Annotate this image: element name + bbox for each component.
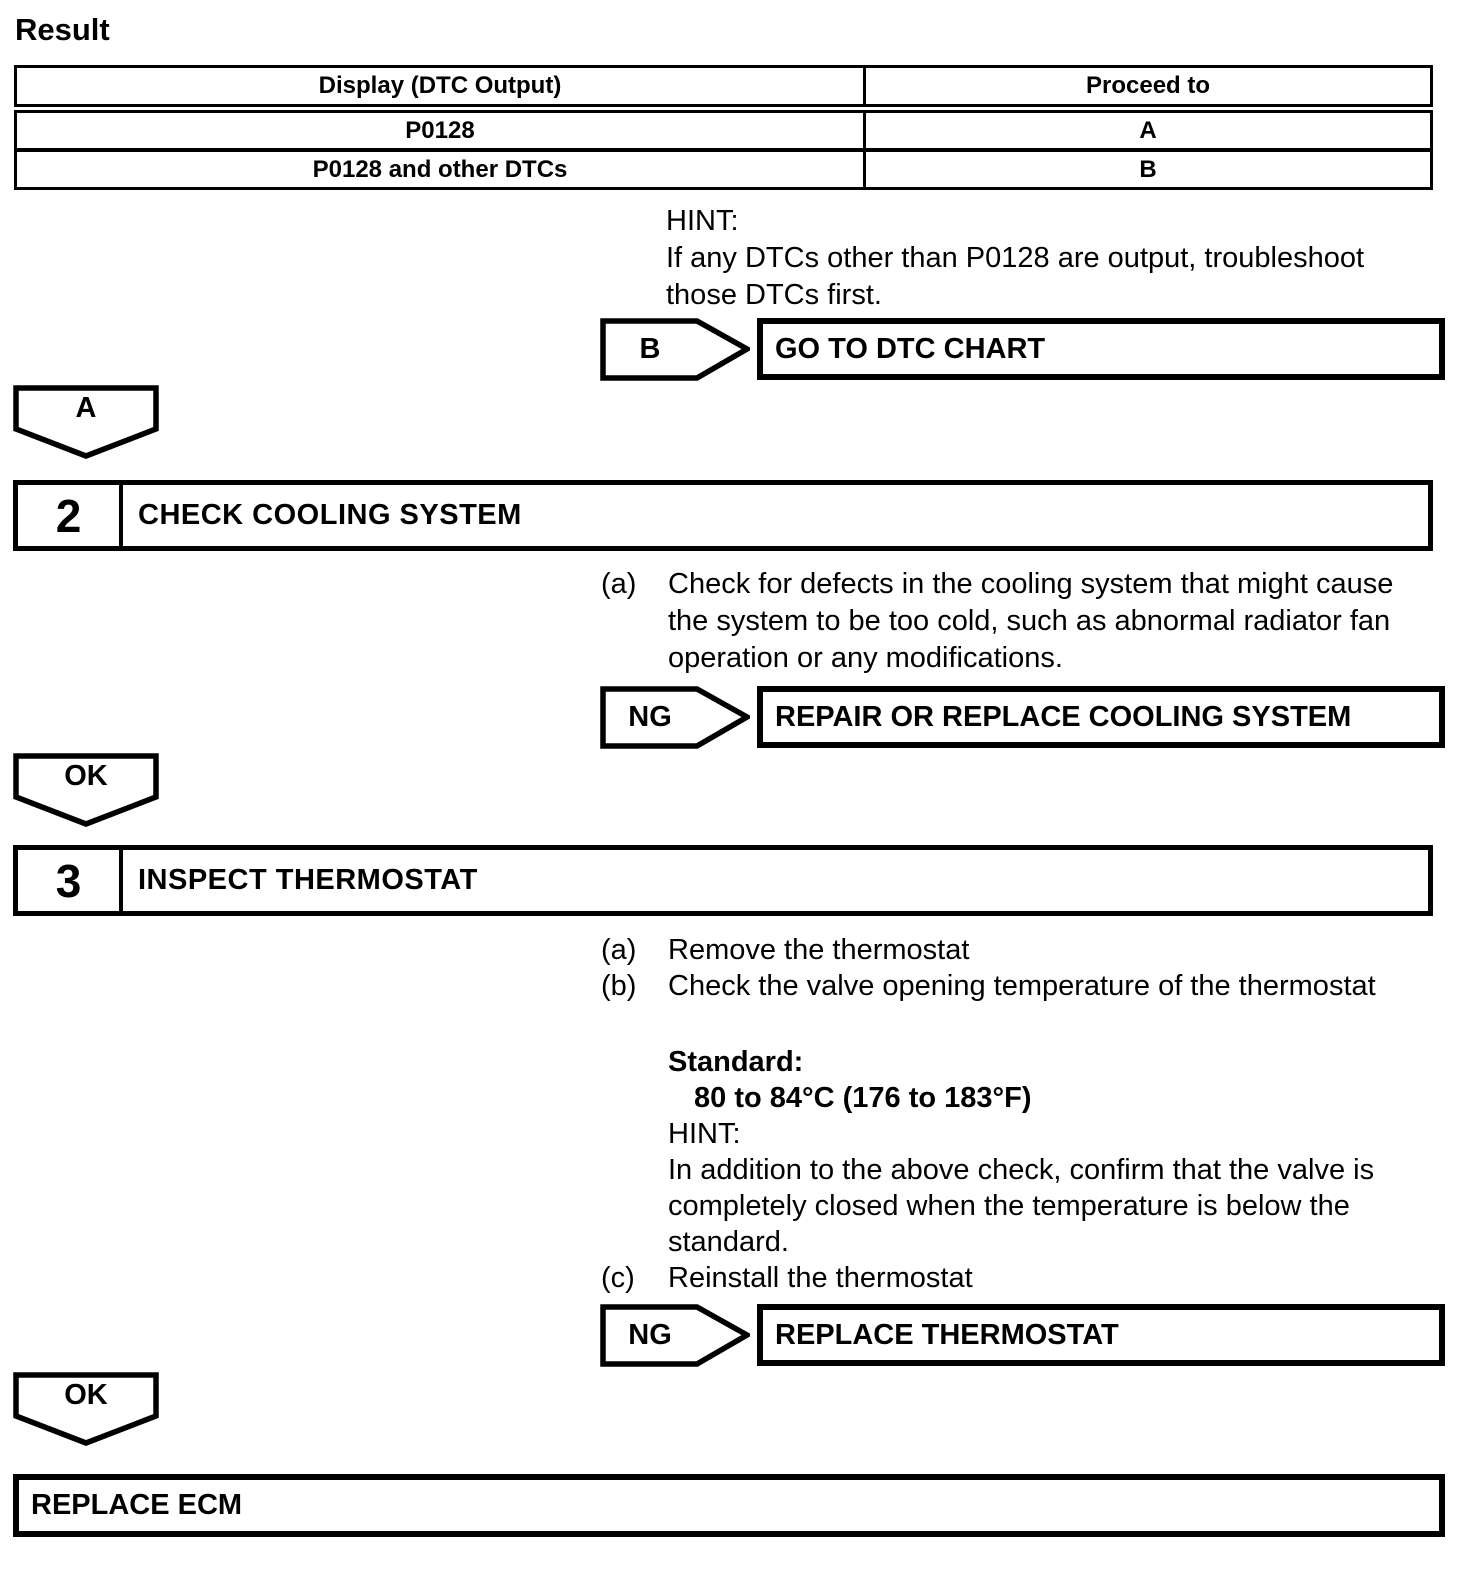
- connector-b: B: [600, 318, 750, 381]
- list-item-label: (b): [601, 970, 637, 1002]
- down-chevron-shape: [13, 1372, 159, 1446]
- hint-label: HINT:: [668, 1118, 741, 1150]
- list-item-label: (a): [601, 934, 637, 966]
- flow-label-a-text: A: [75, 391, 97, 424]
- down-chevron-shape: [13, 753, 159, 827]
- table-row: P0128 A: [14, 107, 1433, 152]
- list-item-b: (b) Check the valve opening temperature …: [601, 968, 1431, 1004]
- hint-line: If any DTCs other than P0128 are output,…: [666, 242, 1365, 274]
- step-title: INSPECT THERMOSTAT: [138, 864, 478, 896]
- connector-ng-cooling: NG: [600, 686, 750, 749]
- connector-ng-tag: NG: [628, 701, 672, 733]
- connector-ng-tag: NG: [628, 1319, 672, 1351]
- connector-ng-thermostat: NG: [600, 1304, 750, 1367]
- dtc-cell: P0128 and other DTCs: [14, 148, 866, 190]
- step-title: CHECK COOLING SYSTEM: [138, 499, 522, 531]
- connector-b-tag: B: [639, 333, 661, 365]
- hint-block-top: HINT: If any DTCs other than P0128 are o…: [666, 203, 1446, 314]
- hint-line: completely closed when the temperature i…: [668, 1190, 1350, 1222]
- hint-line: In addition to the above check, confirm …: [668, 1154, 1375, 1186]
- flow-label-ok-2: OK: [13, 1372, 159, 1448]
- proceed-cell: B: [863, 148, 1433, 190]
- page-title: Result: [15, 12, 110, 47]
- right-arrow-pentagon-shape: [600, 686, 750, 749]
- flow-label-ok-text: OK: [64, 1378, 108, 1411]
- list-item-label: (a): [601, 568, 637, 600]
- table-header-row: Display (DTC Output) Proceed to: [14, 65, 1433, 113]
- right-arrow-pentagon-shape: [600, 318, 750, 381]
- step-number: 2: [18, 485, 123, 546]
- list-item-c: (c) Reinstall the thermostat: [601, 1260, 1431, 1296]
- list-item-text: Reinstall the thermostat: [668, 1262, 973, 1294]
- list-item-text: Check the valve opening temperature of t…: [668, 970, 1376, 1002]
- step-2-body: (a) Check for defects in the cooling sys…: [601, 566, 1431, 677]
- result-table: Display (DTC Output) Proceed to P0128 A …: [14, 65, 1433, 190]
- action-box-replace-ecm: REPLACE ECM: [13, 1474, 1445, 1537]
- action-box-repair-cooling-system: REPAIR OR REPLACE COOLING SYSTEM: [757, 686, 1445, 748]
- hint-label: HINT:: [666, 205, 739, 237]
- column-header-display: Display (DTC Output): [14, 65, 866, 113]
- flow-label-ok-1: OK: [13, 753, 159, 829]
- step-number: 3: [18, 850, 123, 911]
- dtc-cell: P0128: [14, 107, 866, 152]
- hint-line: those DTCs first.: [666, 279, 882, 311]
- right-arrow-pentagon-shape: [600, 1304, 750, 1367]
- column-header-proceed: Proceed to: [863, 65, 1433, 113]
- table-row: P0128 and other DTCs B: [14, 148, 1433, 190]
- step-3-header: 3 INSPECT THERMOSTAT: [13, 845, 1433, 916]
- flow-label-a: A: [13, 385, 159, 461]
- flow-label-ok-text: OK: [64, 759, 108, 792]
- list-item-text: Check for defects in the cooling system …: [668, 568, 1394, 674]
- list-item-a: (a) Remove the thermostat: [601, 932, 1431, 968]
- proceed-cell: A: [863, 107, 1433, 152]
- down-chevron-shape: [13, 385, 159, 459]
- list-item-text: Remove the thermostat: [668, 934, 970, 966]
- step-3-body: (a) Remove the thermostat (b) Check the …: [601, 932, 1431, 1296]
- hint-line: standard.: [668, 1226, 789, 1258]
- step-2-header: 2 CHECK COOLING SYSTEM: [13, 480, 1433, 551]
- list-item-label: (c): [601, 1262, 635, 1294]
- standard-value: 80 to 84°C (176 to 183°F): [694, 1082, 1032, 1114]
- list-item-a: (a) Check for defects in the cooling sys…: [601, 566, 1431, 677]
- action-box-replace-thermostat: REPLACE THERMOSTAT: [757, 1304, 1445, 1366]
- action-box-go-to-dtc-chart: GO TO DTC CHART: [757, 318, 1445, 380]
- standard-label: Standard:: [668, 1046, 804, 1078]
